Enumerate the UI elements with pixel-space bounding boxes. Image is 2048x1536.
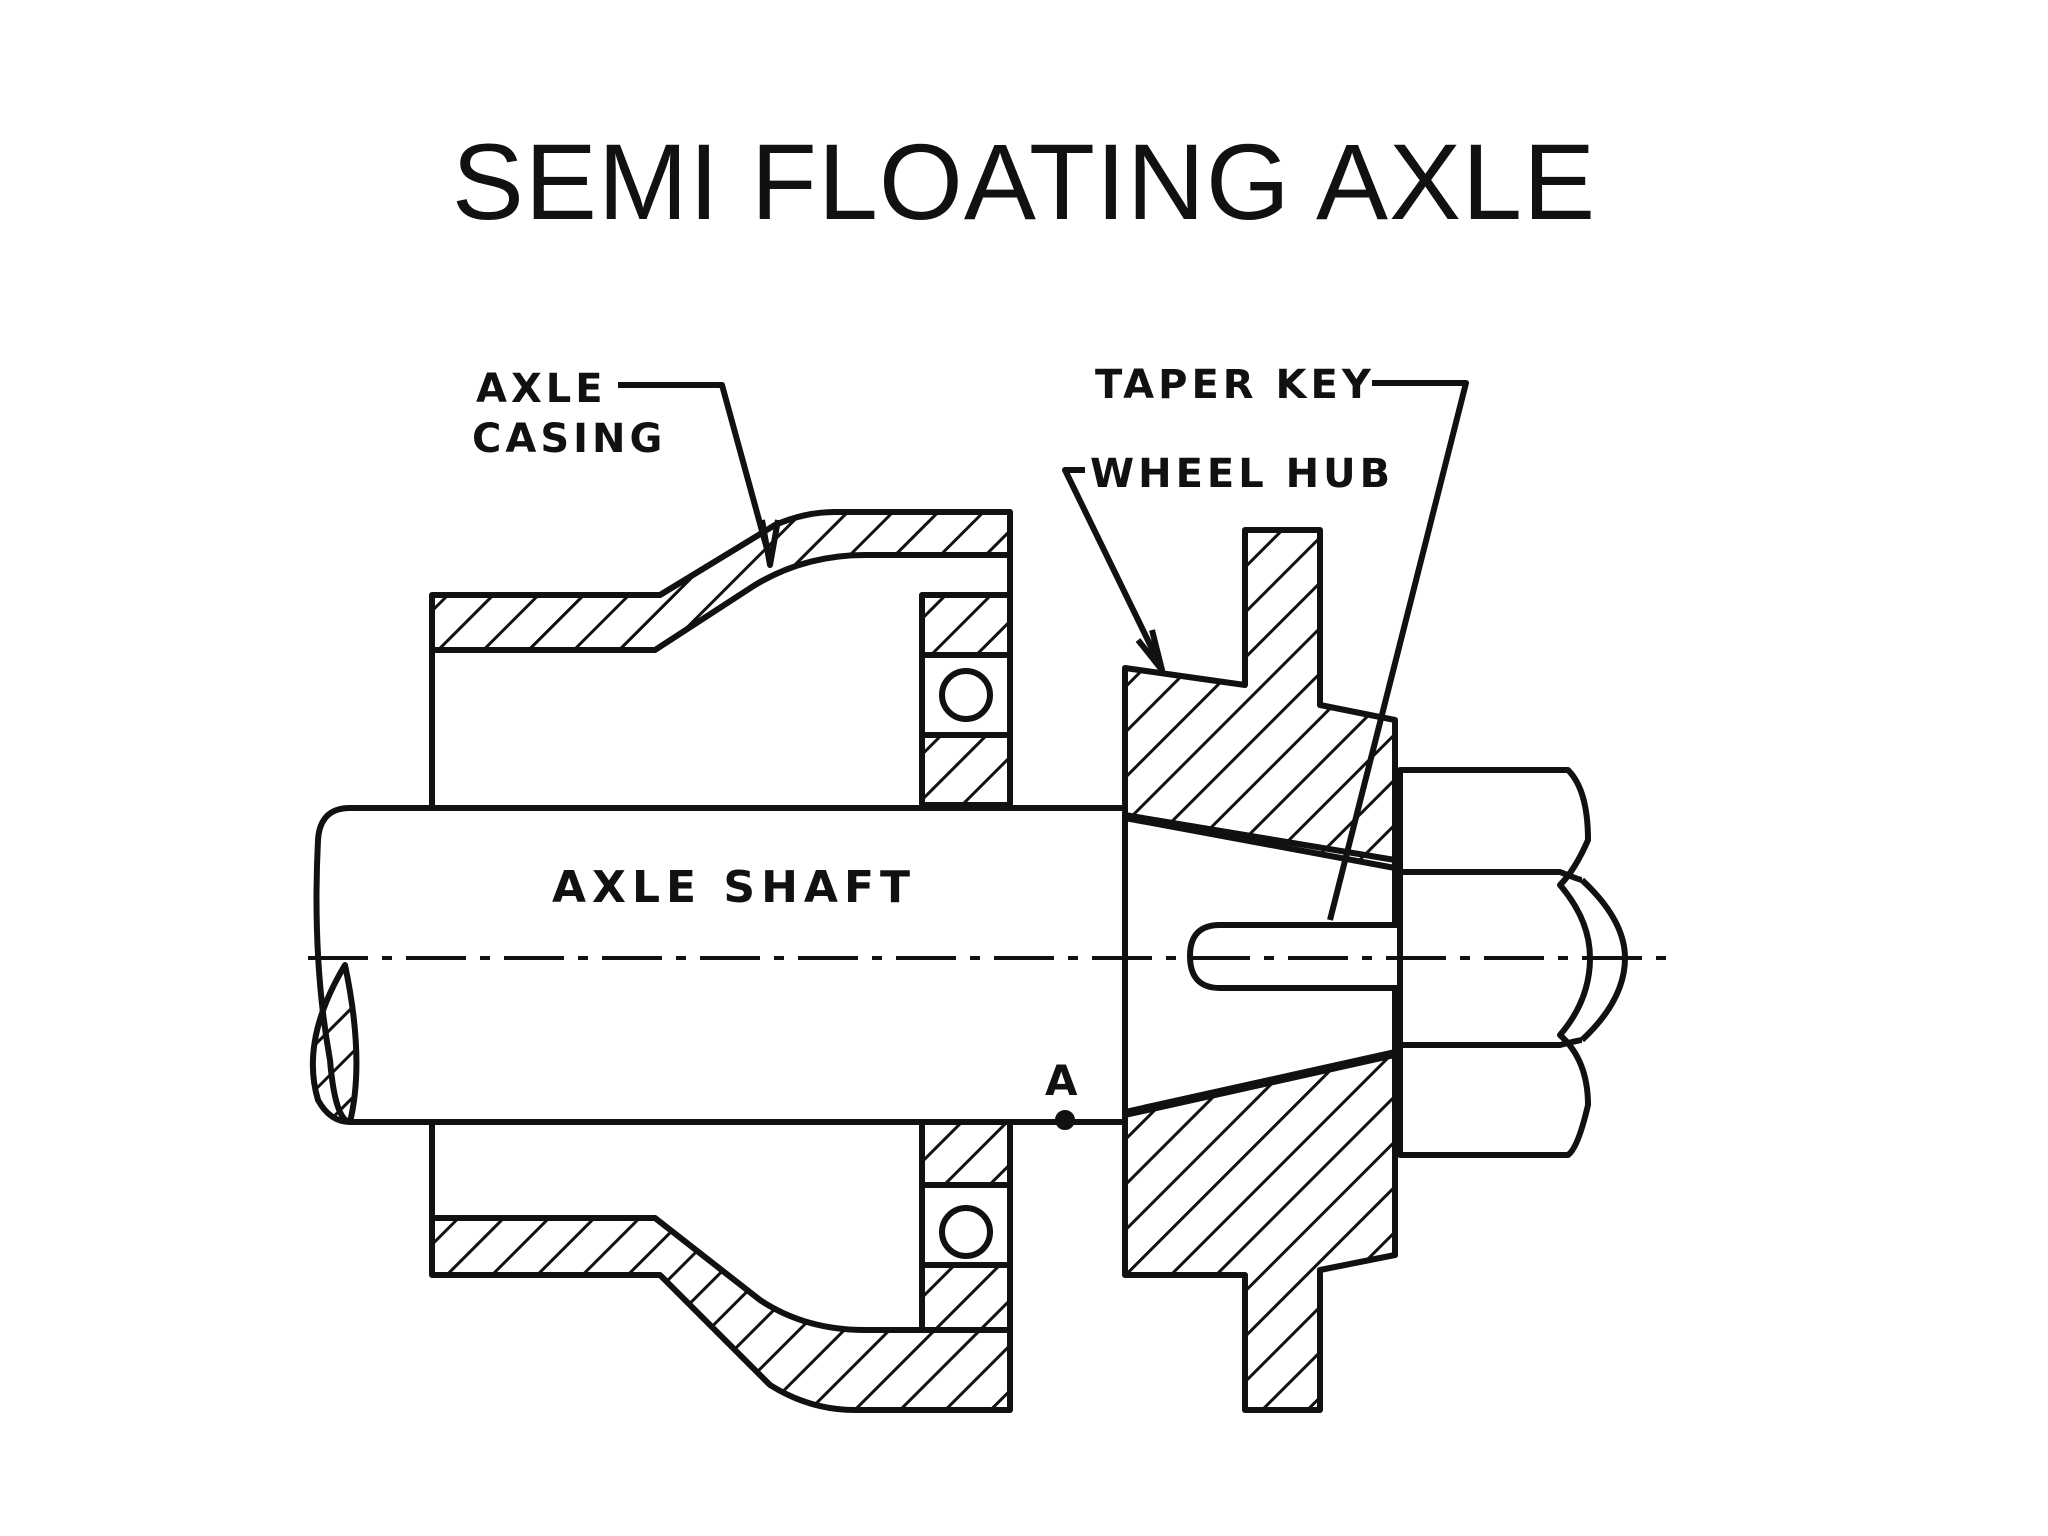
hex-nut: [1397, 767, 1593, 1158]
label-axle-shaft: AXLE SHAFT: [552, 862, 916, 913]
bearing-ball-lower: [939, 1205, 993, 1259]
axle-casing-upper: [429, 509, 1013, 653]
wheel-hub-upper: [1122, 527, 1398, 871]
leader-axle-casing: [618, 382, 773, 561]
leader-wheel-hub: [1062, 467, 1163, 667]
label-wheel-hub: WHEEL HUB: [1090, 451, 1394, 497]
label-axle-casing-2: CASING: [472, 416, 666, 462]
wheel-hub-lower: [1122, 1049, 1398, 1413]
shaft-break-section: [309, 962, 360, 1125]
arrow-wheel-hub: [1135, 629, 1165, 673]
arrow-axle-casing: [759, 519, 781, 568]
label-axle-casing-1: AXLE: [476, 366, 607, 412]
label-taper-key: TAPER KEY: [1095, 362, 1375, 408]
bearing-ball-upper: [939, 668, 993, 722]
label-point-a: A: [1045, 1056, 1078, 1105]
point-a-dot: [1055, 1110, 1075, 1130]
axle-shaft: [313, 805, 1125, 1125]
leader-taper-key: [1327, 380, 1469, 921]
slide-title: SEMI FLOATING AXLE: [451, 121, 1597, 242]
